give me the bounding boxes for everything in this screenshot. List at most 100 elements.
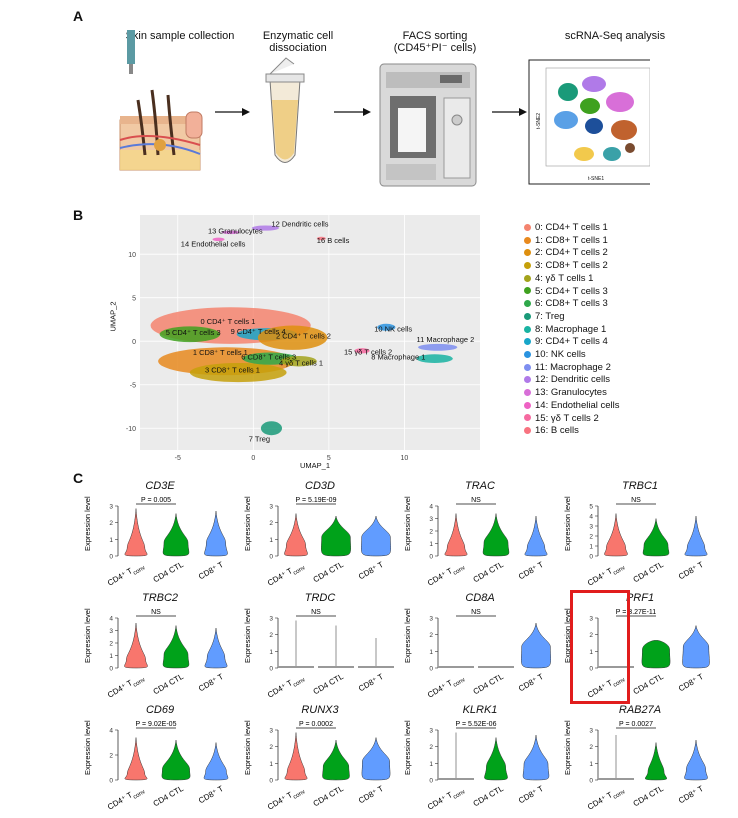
violin-shape — [521, 622, 551, 669]
violin-stat: NS — [631, 497, 641, 504]
umap-ytick: -10 — [126, 426, 136, 433]
violin-shape — [482, 513, 510, 557]
legend-item: 3: CD8+ T cells 2 — [524, 260, 608, 272]
legend-item: 7: Treg — [524, 311, 565, 323]
umap-cluster-label: 6 CD8⁺ T cells 3 — [241, 352, 296, 361]
violin-shape — [444, 513, 468, 557]
legend-swatch — [524, 350, 531, 358]
legend-swatch — [524, 427, 531, 435]
violin-ytick: 2 — [269, 744, 273, 751]
violin-ytick: 1 — [109, 537, 113, 544]
violin-group-label: CD4⁺ Tconv — [106, 672, 147, 702]
violin-ytick: 0 — [109, 666, 113, 673]
violin-shape — [684, 739, 708, 781]
violin-group-sub: conv — [293, 677, 307, 689]
legend-label: 15: γδ T cells 2 — [535, 412, 599, 424]
violin-shape — [203, 742, 229, 781]
umap-cluster-label: 15 γδ T cells 2 — [344, 347, 392, 356]
legend-label: 16: B cells — [535, 425, 579, 437]
violin-group-label: CD4 CTL — [152, 672, 186, 697]
violin-gene-title: KLRK1 — [462, 704, 498, 716]
legend-item: 16: B cells — [524, 425, 579, 437]
violin-shape — [204, 510, 228, 557]
legend-label: 4: γδ T cells 1 — [535, 272, 594, 284]
legend-item: 11: Macrophage 2 — [524, 362, 611, 374]
legend-item: 14: Endothelial cells — [524, 400, 620, 412]
tsne-plot-box — [528, 59, 650, 185]
violin-group-label: CD4⁺ Tconv — [586, 560, 627, 590]
violin-stat: P = 5.19E-09 — [296, 497, 337, 504]
umap-cluster-label: 4 γδ T cells 1 — [279, 359, 323, 368]
umap-plot: 0 CD4⁺ T cells 11 CD8⁺ T cells 12 CD4⁺ T… — [126, 215, 480, 462]
violin-gene-title: CD3D — [305, 480, 335, 492]
violin-ytick: 1 — [429, 649, 433, 656]
umap-ytick: -5 — [130, 383, 136, 390]
violin-shape — [642, 518, 670, 557]
violin-group-label: CD4⁺ Tconv — [586, 784, 627, 814]
violin-ytick: 1 — [429, 761, 433, 768]
umap-cluster-10 — [377, 323, 396, 331]
legend-item: 0: CD4+ T cells 1 — [524, 222, 608, 234]
legend-item: 12: Dendritic cells — [524, 374, 610, 386]
panel-b-letter: B — [73, 207, 84, 223]
violin-ytick: 1 — [589, 544, 593, 551]
violin-ytick: 0 — [589, 554, 593, 561]
violin-group-label: CD8⁺ T — [517, 784, 545, 805]
umap-cluster-15 — [354, 348, 370, 354]
violin-ytick: 3 — [589, 524, 593, 531]
umap-xtick: 10 — [401, 455, 409, 462]
legend-label: 12: Dendritic cells — [535, 374, 610, 386]
violin-group-label: CD4⁺ Tconv — [266, 784, 307, 814]
violin-group-sub: conv — [453, 677, 467, 689]
violin-shape — [478, 666, 514, 668]
umap-ylabel: UMAP_2 — [108, 301, 118, 332]
umap-cluster-7 — [260, 421, 283, 436]
violin-group-label: CD4⁺ Tconv — [106, 560, 147, 590]
violin-ylabel: Expression level — [563, 608, 572, 663]
legend-swatch — [524, 325, 531, 333]
violin-ytick: 0 — [109, 554, 113, 561]
umap-cluster-label: 5 CD4⁺ T cells 3 — [166, 328, 221, 337]
umap-cluster-label: 8 Macrophage 1 — [371, 352, 425, 361]
violin-group-label: CD4 CTL — [312, 784, 346, 809]
violin-group-label: CD8⁺ T — [677, 672, 705, 693]
violin-ytick: 3 — [589, 728, 593, 735]
violin-ytick: 0 — [269, 666, 273, 673]
violin-group-label: CD4⁺ Tconv — [106, 784, 147, 814]
violin-group-sub: conv — [453, 789, 467, 801]
legend-swatch — [524, 274, 531, 282]
umap-xtick: 5 — [327, 455, 331, 462]
umap-cluster-label: 9 CD4⁺ T cells 4 — [231, 327, 286, 336]
violin-group-label: CD4 CTL — [152, 560, 186, 585]
violin-ytick: 2 — [269, 520, 273, 527]
violin-gene-title: TRDC — [304, 592, 336, 604]
umap-cluster-label: 3 CD8⁺ T cells 1 — [205, 366, 260, 375]
umap-cluster-label: 12 Dendritic cells — [271, 219, 328, 228]
violin-ytick: 3 — [109, 628, 113, 635]
violin-shape — [641, 640, 671, 669]
step-scrna-label: scRNA-Seq analysis — [564, 30, 666, 42]
violin-ytick: 0 — [429, 554, 433, 561]
violin-ytick: 3 — [589, 616, 593, 623]
violin-ytick: 1 — [269, 649, 273, 656]
legend-swatch — [524, 312, 531, 320]
violin-ytick: 2 — [109, 641, 113, 648]
violin-stat: NS — [471, 609, 481, 616]
umap-cluster-label: 0 CD4⁺ T cells 1 — [200, 317, 255, 326]
violin-shape — [438, 666, 474, 668]
workflow-illustration — [119, 30, 650, 187]
violin-ytick: 2 — [109, 520, 113, 527]
tsne-xlabel: t-SNE1 — [588, 176, 605, 182]
violin-stat: P = 0.0002 — [299, 721, 333, 728]
legend-item: 6: CD8+ T cells 3 — [524, 298, 608, 310]
panel-a-letter: A — [73, 8, 84, 24]
violin-ytick: 2 — [589, 632, 593, 639]
umap-cluster-4 — [280, 356, 317, 367]
violin-ytick: 2 — [429, 744, 433, 751]
violin-stat: P = 0.0027 — [619, 721, 653, 728]
